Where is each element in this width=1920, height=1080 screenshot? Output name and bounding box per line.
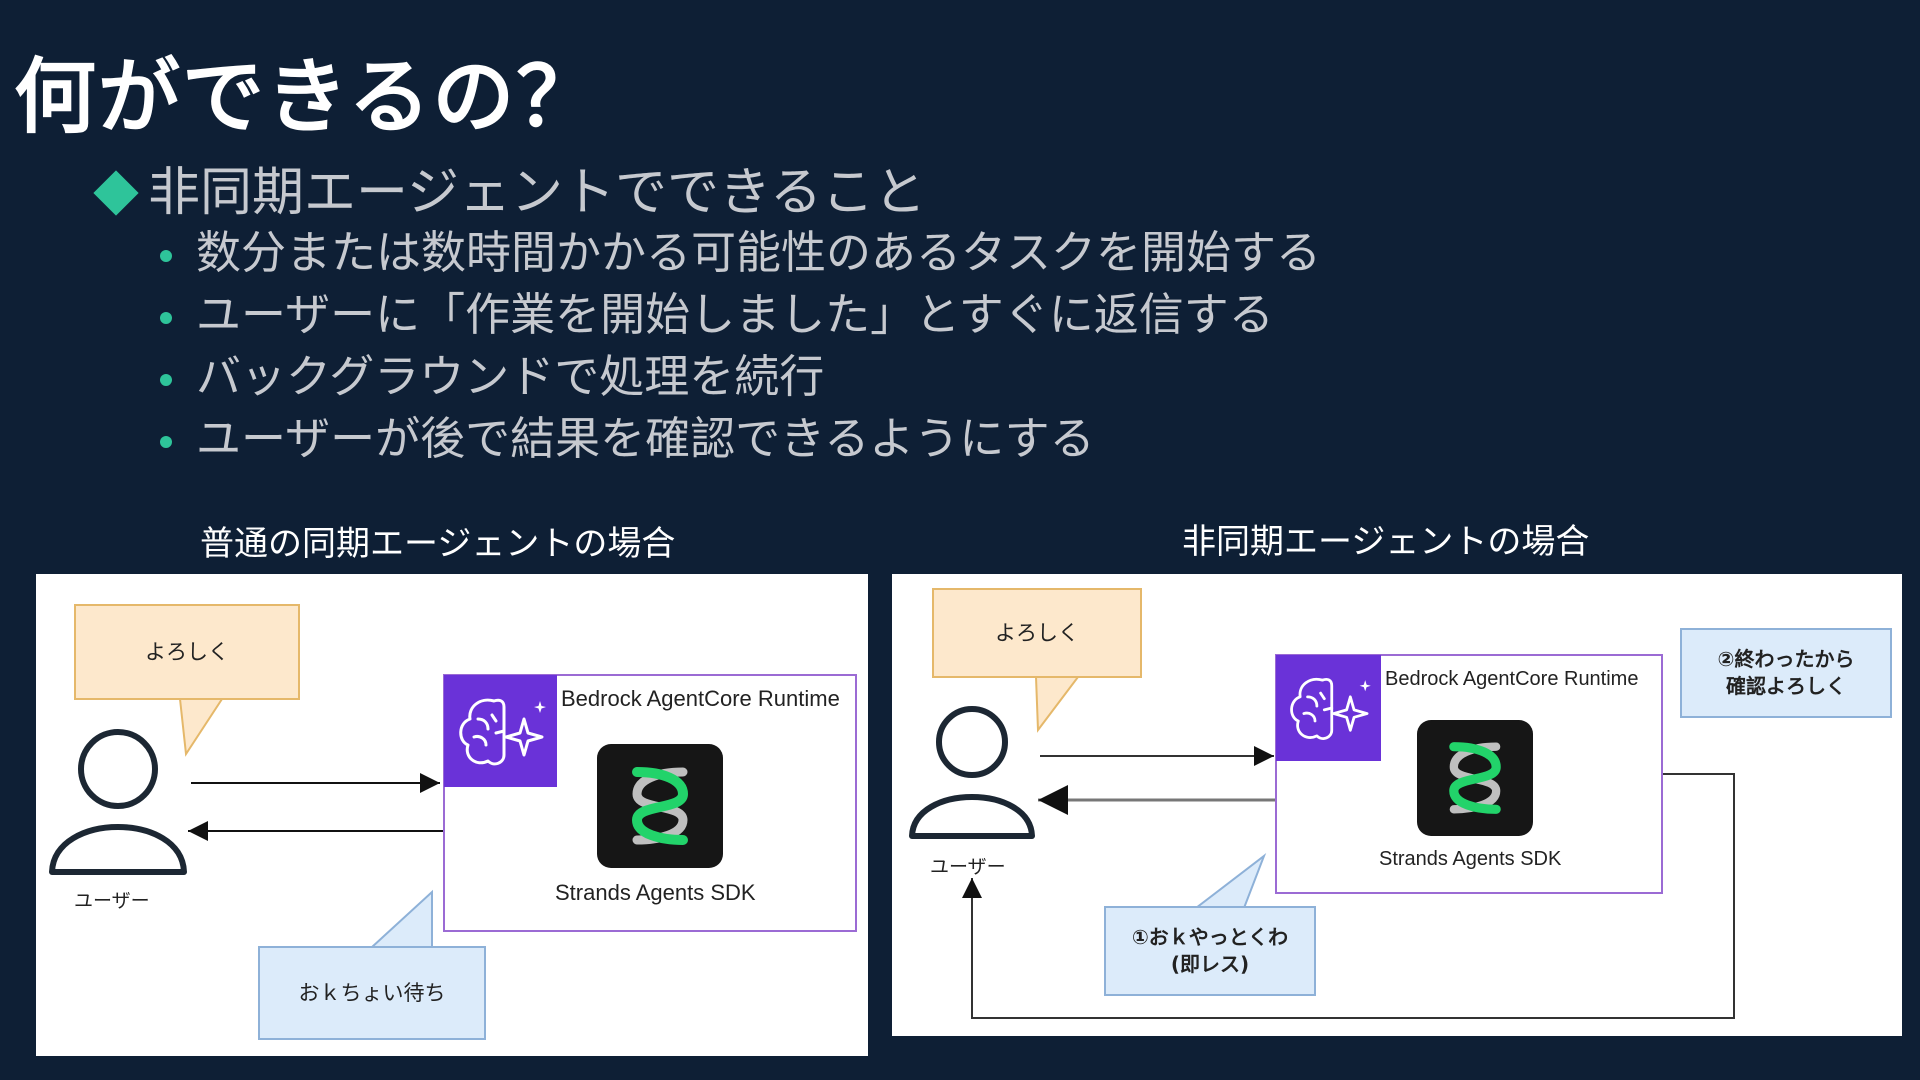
section-heading-text: 非同期エージェントでできること [148, 163, 926, 223]
bullet-item: ユーザーが後で結果を確認できるようにする [160, 408, 1321, 470]
ack-bubble-tail [1193, 853, 1267, 909]
bullet-text: ユーザーに「作業を開始しました」とすぐに返信する [196, 288, 1274, 341]
bullet-dot-icon [160, 374, 172, 386]
done-speech-bubble: ②終わったから 確認よろしく [1680, 628, 1892, 718]
reply-bubble-tail [369, 889, 433, 948]
bullet-text: ユーザーが後で結果を確認できるようにする [196, 412, 1095, 465]
sdk-label: Strands Agents SDK [555, 880, 756, 905]
sdk-label: Strands Agents SDK [1379, 848, 1562, 870]
callback-arrow [962, 773, 1735, 1019]
strands-logo-icon [1417, 720, 1533, 836]
bullet-item: ユーザーに「作業を開始しました」とすぐに返信する [160, 284, 1321, 346]
sync-diagram-panel: よろしく ユーザー Bedrock AgentCore Runtime [36, 574, 868, 1056]
request-bubble-tail [178, 698, 224, 757]
bullet-text: 数分または数時間かかる可能性のあるタスクを開始する [196, 226, 1322, 279]
user-icon [909, 706, 1035, 839]
agentcore-runtime-box: Bedrock AgentCore Runtime Strands Agents… [443, 674, 857, 932]
request-speech-bubble: よろしく [74, 604, 300, 700]
agentcore-runtime-box: Bedrock AgentCore Runtime Strands Agents… [1275, 654, 1663, 894]
bullet-item: バックグラウンドで処理を続行 [160, 346, 1321, 408]
user-icon [49, 729, 187, 875]
reply-speech-bubble: おｋちょい待ち [258, 946, 486, 1040]
runtime-label: Bedrock AgentCore Runtime [561, 686, 840, 711]
strands-logo-icon [597, 744, 723, 868]
right-diagram-caption: 非同期エージェントの場合 [1182, 522, 1590, 562]
bullet-list: 数分または数時間かかる可能性のあるタスクを開始する ユーザーに「作業を開始しまし… [160, 222, 1321, 470]
sync-diagram-lines [49, 698, 444, 948]
request-speech-bubble: よろしく [932, 588, 1142, 678]
brain-sparkle-icon [1276, 655, 1381, 761]
brain-sparkle-icon [444, 675, 557, 787]
ack-speech-bubble: ①おｋやっとくわ (即レス) [1104, 906, 1316, 996]
bullet-item: 数分または数時間かかる可能性のあるタスクを開始する [160, 222, 1321, 284]
left-diagram-caption: 普通の同期エージェントの場合 [200, 524, 676, 564]
request-bubble-tail [1034, 676, 1081, 733]
slide-title: 何ができるの？ [14, 50, 601, 145]
bullet-dot-icon [160, 436, 172, 448]
runtime-label: Bedrock AgentCore Runtime [1385, 668, 1639, 690]
bullet-text: バックグラウンドで処理を続行 [196, 350, 825, 403]
section-heading: 非同期エージェントでできること [92, 150, 926, 225]
user-label: ユーザー [74, 890, 150, 912]
bullet-dot-icon [160, 312, 172, 324]
user-label: ユーザー [930, 856, 1006, 878]
bullet-dot-icon [160, 250, 172, 262]
diamond-bullet-icon [93, 170, 139, 216]
async-diagram-panel: よろしく ユーザー Bedrock AgentCore Runtime [892, 574, 1902, 1036]
